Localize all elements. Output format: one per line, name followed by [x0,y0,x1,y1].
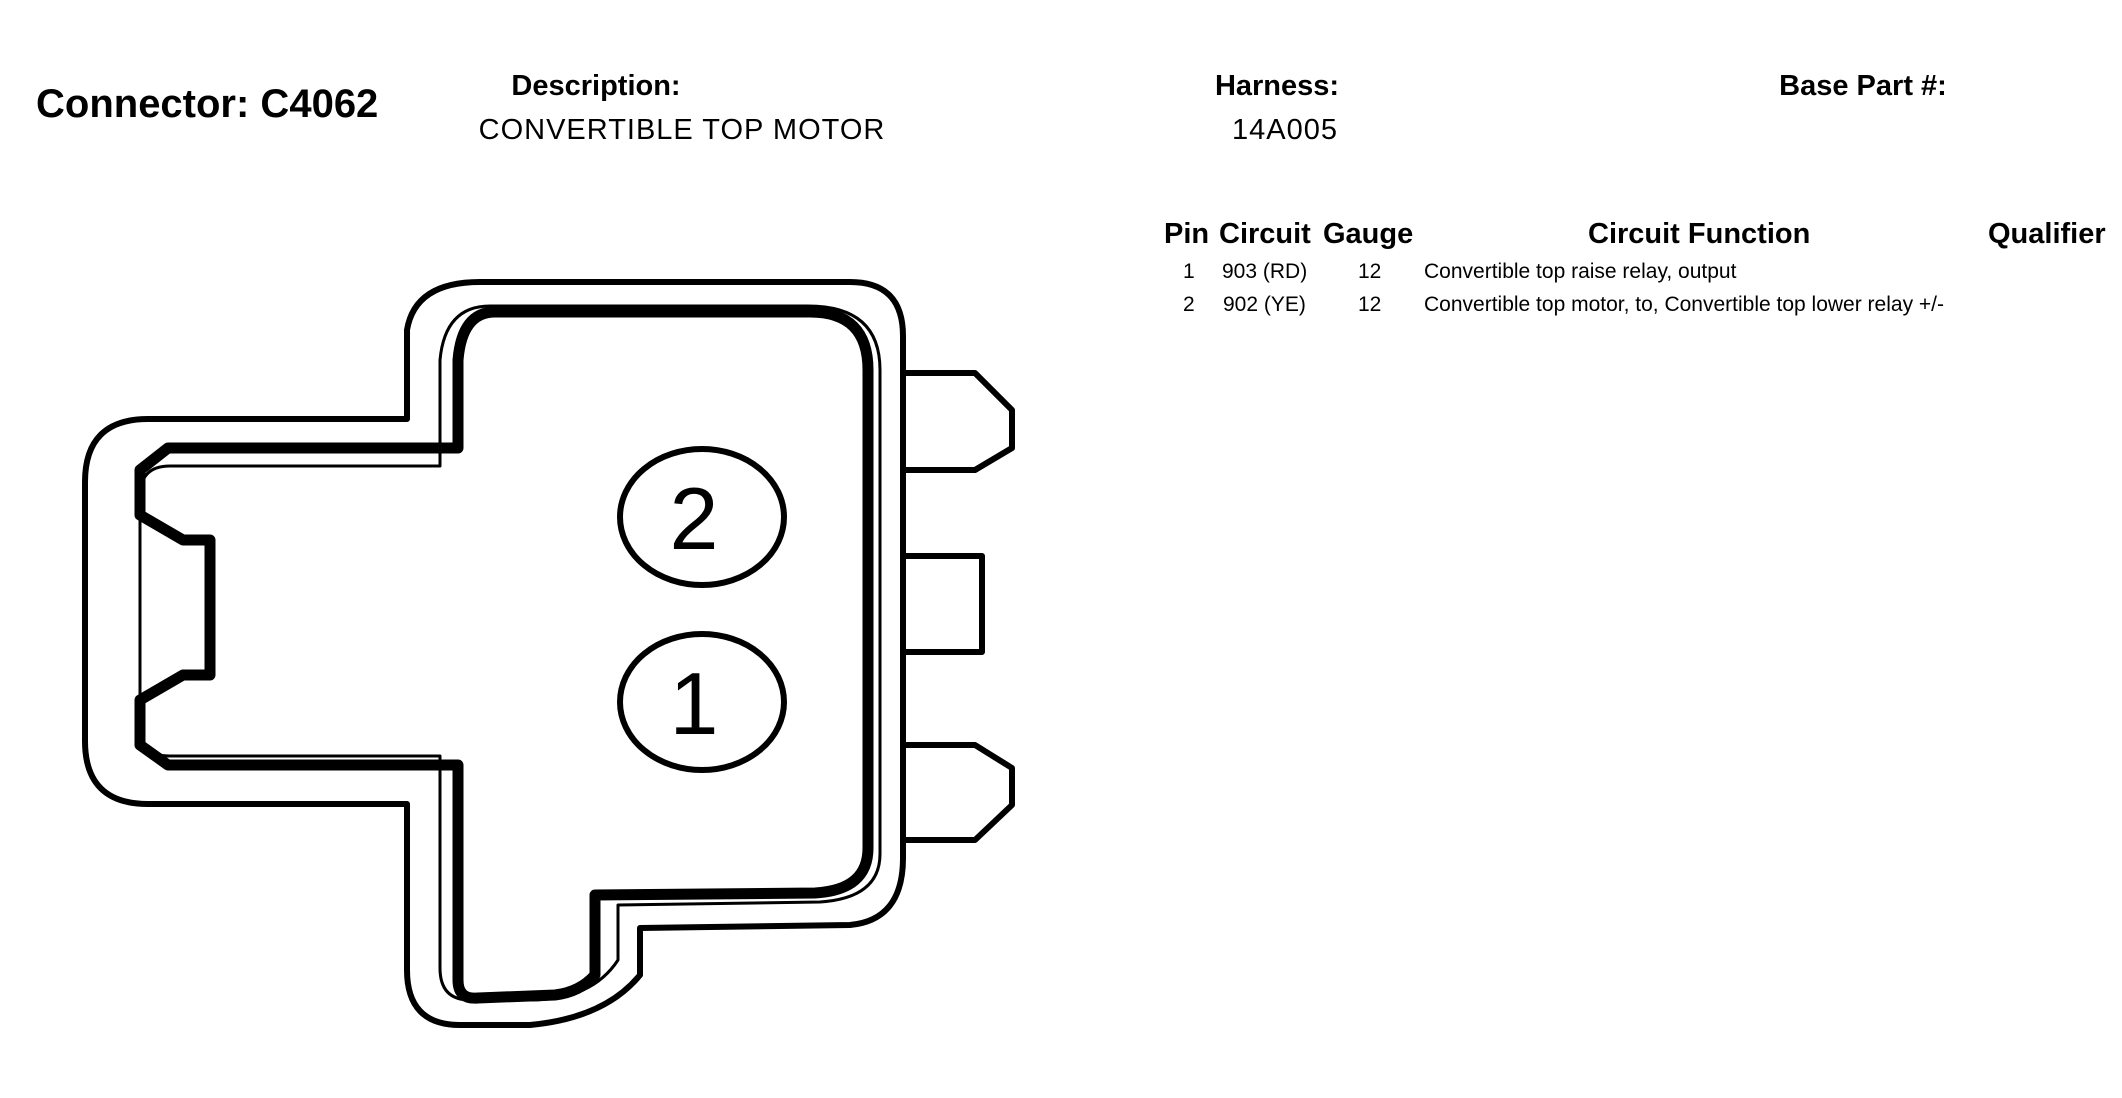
table-row-2-circuit: 902 (YE) [1223,293,1306,316]
description-value: CONVERTIBLE TOP MOTOR [478,114,886,146]
table-row-2-function: Convertible top motor, to, Convertible t… [1424,293,1944,316]
pin-label-1: 1 [670,654,719,753]
connector-title: Connector: C4062 [36,82,379,126]
column-header-qualifier: Qualifier [1988,218,2106,250]
latch-tab-middle [900,553,985,655]
column-header-pin: Pin [1164,218,1210,250]
pin-cavity-2 [617,446,787,588]
connector-body-thick-outline [134,306,874,1004]
table-row-1-gauge: 12 [1358,260,1382,283]
table-row-2-pin: 2 [1183,293,1195,316]
harness-label: Harness: [1214,70,1340,102]
pin-cavity-1 [617,631,787,773]
table-row-2-gauge: 12 [1358,293,1382,316]
table-row-1-function: Convertible top raise relay, output [1424,260,1737,283]
table-row-1-pin: 1 [1183,260,1195,283]
column-header-circuit-function: Circuit Function [1588,218,1811,250]
table-row-1-circuit: 903 (RD) [1222,260,1308,283]
column-header-gauge: Gauge [1323,218,1414,250]
description-label: Description: [511,70,681,102]
pin-label-2: 2 [670,469,719,568]
harness-value: 14A005 [1232,114,1338,146]
latch-tab-top [900,370,1015,473]
base-part-label: Base Part #: [1779,70,1947,102]
connector-housing-outline [82,279,906,1028]
column-header-circuit: Circuit [1219,218,1311,250]
latch-tab-bottom [900,742,1015,843]
